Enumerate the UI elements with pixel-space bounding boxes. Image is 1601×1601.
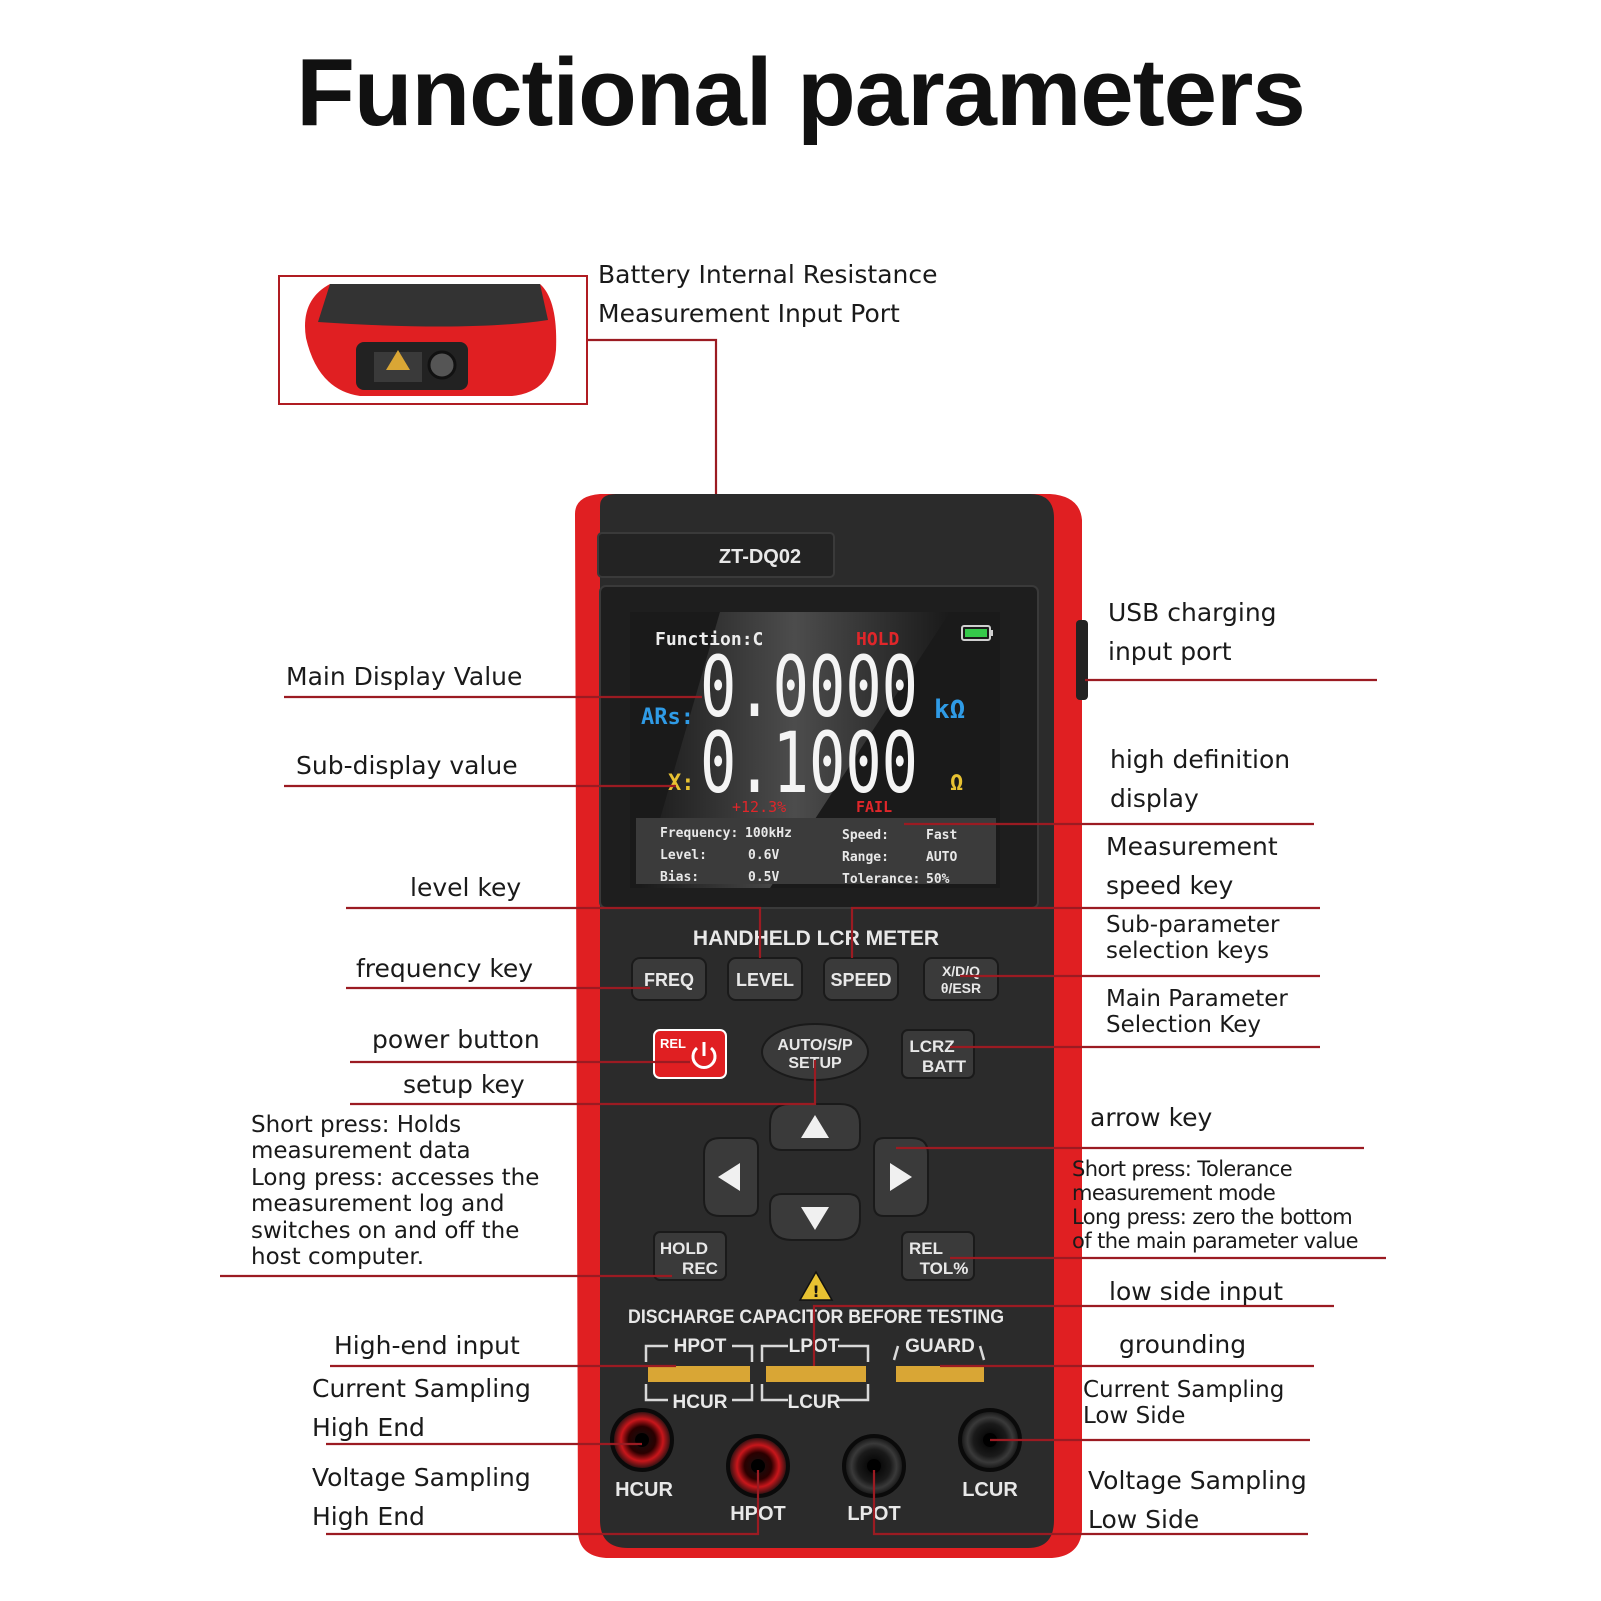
info-level-label: Level:: [660, 848, 707, 863]
callout-sub-param: Sub-parameter selection keys: [1106, 912, 1280, 965]
screen-sub-label: X:: [668, 771, 695, 796]
rel-tol-key[interactable]: REL TOL%: [901, 1231, 975, 1281]
callout-speed-key: Measurement speed key: [1106, 832, 1278, 900]
jack-hcur-label: HCUR: [615, 1479, 673, 1501]
callout-usb-port: USB charging input port: [1108, 598, 1277, 666]
arrow-up-icon: [801, 1115, 829, 1138]
rel-key-label-1: REL: [909, 1239, 943, 1258]
lcrz-key-label-2: BATT: [922, 1057, 967, 1076]
callout-frequency-key: frequency key: [356, 954, 534, 983]
callout-setup-key: setup key: [403, 1070, 525, 1099]
callout-hold-desc: Short press: Holds measurement data Long…: [251, 1112, 540, 1271]
info-level-value: 0.6V: [748, 848, 779, 863]
hpot-top-label: HPOT: [674, 1336, 727, 1357]
info-tolerance-label: Tolerance:: [842, 872, 920, 887]
lcrz-key-label-1: LCRZ: [909, 1037, 954, 1056]
level-key[interactable]: LEVEL: [727, 957, 803, 1001]
info-bias-label: Bias:: [660, 870, 699, 885]
hcur-bottom-label: HCUR: [673, 1392, 728, 1413]
hold-key-label-1: HOLD: [660, 1239, 708, 1258]
power-icon: [691, 1042, 717, 1069]
callout-main-param: Main Parameter Selection Key: [1106, 986, 1288, 1039]
level-key-label: LEVEL: [736, 970, 794, 990]
setup-key-label-1: AUTO/S/P: [777, 1037, 853, 1054]
arrow-right-icon: [890, 1163, 912, 1191]
arrow-left-button[interactable]: [703, 1137, 759, 1217]
info-bias-value: 0.5V: [748, 870, 779, 885]
guard-label: GUARD: [905, 1336, 975, 1357]
callout-voltage-high: Voltage Sampling High End: [312, 1463, 531, 1531]
screen-main-unit: kΩ: [934, 695, 965, 725]
screen-sub-unit: Ω: [950, 771, 963, 796]
screen-function: Function:C: [655, 629, 763, 650]
hpot-hcur-bar: [648, 1366, 750, 1382]
screen-fail: FAIL: [856, 798, 892, 816]
jack-lcur-label: LCUR: [962, 1479, 1018, 1501]
hold-key-label-2: REC: [682, 1259, 718, 1278]
screen-tolerance-pct: +12.3%: [732, 798, 786, 816]
power-button[interactable]: REL: [653, 1029, 727, 1079]
arrow-down-button[interactable]: [769, 1193, 861, 1241]
callout-grounding: grounding: [1119, 1330, 1247, 1359]
hcur-jack[interactable]: [610, 1408, 674, 1472]
screen-sub-value: 0.1000: [700, 714, 918, 812]
callout-high-end-input: High-end input: [334, 1331, 520, 1360]
callout-power-button: power button: [372, 1025, 540, 1054]
arrow-down-icon: [801, 1207, 829, 1230]
xdq-key[interactable]: X/D/Q θ/ESR: [923, 957, 999, 1001]
freq-key[interactable]: FREQ: [631, 957, 707, 1001]
arrow-left-icon: [718, 1163, 740, 1191]
rel-key-label-2: TOL%: [920, 1259, 969, 1278]
callout-current-high: Current Sampling High End: [312, 1374, 531, 1442]
battery-icon: [961, 625, 993, 641]
info-frequency-label: Frequency:: [660, 826, 738, 841]
speed-key-label: SPEED: [830, 970, 891, 990]
callout-sub-display: Sub-display value: [296, 751, 518, 780]
svg-text:!: !: [812, 1282, 819, 1301]
screen-main-label: ARs:: [641, 705, 694, 730]
arrow-right-button[interactable]: [873, 1137, 929, 1217]
screen-main-value: 0.0000: [700, 638, 918, 736]
speed-key[interactable]: SPEED: [823, 957, 899, 1001]
xdq-key-label-2: θ/ESR: [941, 980, 981, 996]
callout-hd-display: high definition display: [1110, 745, 1291, 813]
info-range-value: AUTO: [926, 850, 957, 865]
callout-current-low: Current Sampling Low Side: [1083, 1377, 1285, 1430]
callout-main-display: Main Display Value: [286, 662, 523, 691]
callout-low-side-input: low side input: [1109, 1277, 1284, 1306]
info-tolerance-value: 50%: [926, 872, 950, 887]
freq-key-label: FREQ: [644, 970, 694, 990]
panel-title: HANDHELD LCR METER: [693, 927, 939, 950]
info-speed-value: Fast: [926, 828, 957, 843]
info-range-label: Range:: [842, 850, 889, 865]
info-frequency-value: 100kHz: [745, 826, 792, 841]
hold-rec-key[interactable]: HOLD REC: [653, 1231, 727, 1281]
warning-text: DISCHARGE CAPACITOR BEFORE TESTING: [628, 1307, 1004, 1328]
info-speed-label: Speed:: [842, 828, 889, 843]
model-label: ZT-DQ02: [719, 546, 801, 568]
callout-tol-desc: Short press: Tolerance measurement mode …: [1072, 1157, 1359, 1254]
screen-hold: HOLD: [856, 629, 900, 650]
callout-voltage-low: Voltage Sampling Low Side: [1088, 1466, 1307, 1534]
arrow-up-button[interactable]: [769, 1103, 861, 1151]
power-button-label: REL: [660, 1036, 686, 1051]
guard-bar: [896, 1366, 984, 1382]
warning-icon: !: [798, 1270, 834, 1301]
lcur-bottom-label: LCUR: [788, 1392, 841, 1413]
lcrz-key[interactable]: LCRZ BATT: [901, 1029, 975, 1079]
callout-battery-port: Battery Internal Resistance Measurement …: [598, 260, 938, 328]
leader-lines: [220, 338, 1386, 1536]
lpot-lcur-bar: [766, 1366, 866, 1382]
battery-port-inset: [278, 275, 588, 405]
callout-level-key: level key: [410, 873, 522, 902]
callout-arrow-key: arrow key: [1090, 1103, 1213, 1132]
page-title: Functional parameters: [296, 39, 1306, 146]
